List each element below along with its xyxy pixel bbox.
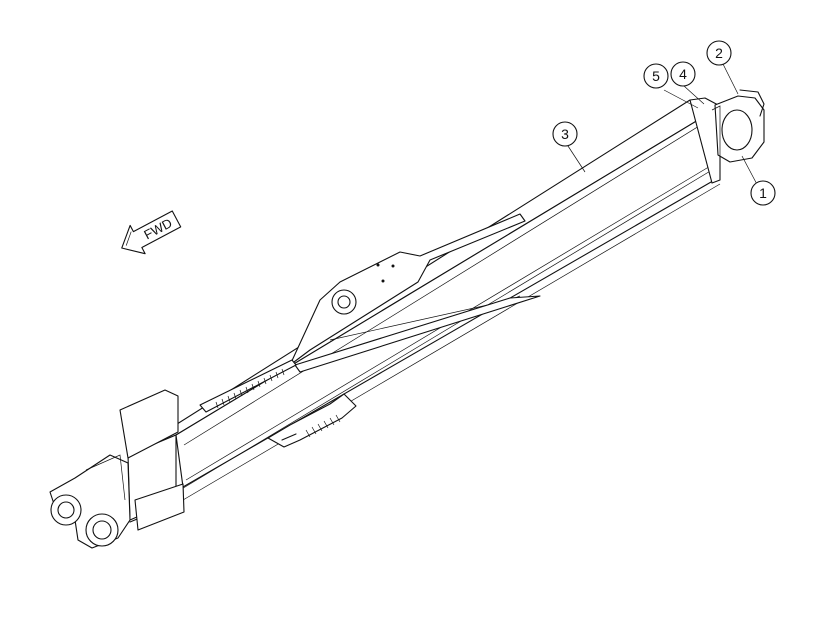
- callout-5-label: 5: [652, 68, 660, 84]
- fwd-arrow: FWD: [121, 210, 182, 255]
- callout-3: 3: [552, 121, 578, 147]
- upper-serrated-bracket: [199, 359, 297, 413]
- rear-end-cap: [689, 89, 765, 184]
- front-end-lugs: [49, 389, 185, 549]
- callout-1: 1: [750, 180, 776, 206]
- callout-4-label: 4: [679, 66, 687, 82]
- callout-1-label: 1: [759, 185, 767, 201]
- callout-3-label: 3: [561, 126, 569, 142]
- boom-body: [127, 99, 721, 523]
- callout-2-label: 2: [715, 45, 723, 61]
- lower-serrated-bracket: [267, 393, 357, 448]
- upper-mount-plate: [289, 213, 541, 373]
- callout-2: 2: [706, 40, 732, 66]
- callout-5: 5: [643, 63, 669, 89]
- callout-4: 4: [670, 61, 696, 87]
